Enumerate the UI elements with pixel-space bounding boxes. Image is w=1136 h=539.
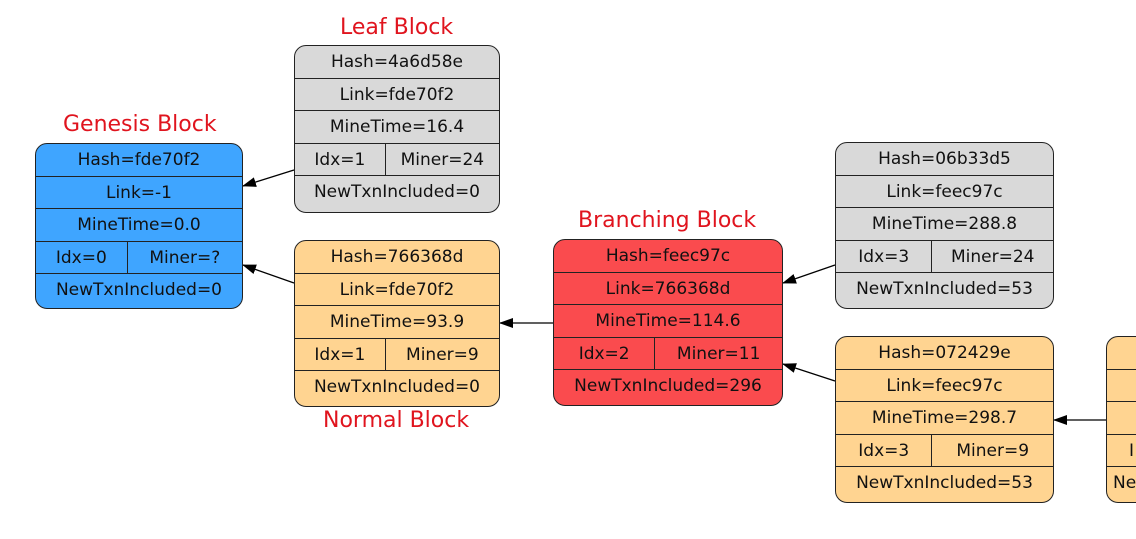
arrow-normal-to-genesis bbox=[242, 264, 295, 284]
normal-block-2: Hash=072429e Link=feec97c MineTime=298.7… bbox=[835, 336, 1054, 503]
mine-time-field: MineTime=288.8 bbox=[836, 208, 1053, 241]
miner-field: Miner=11 bbox=[676, 343, 761, 364]
leaf-block: Hash=4a6d58e Link=fde70f2 MineTime=16.4 … bbox=[294, 45, 500, 213]
genesis-block: Hash=fde70f2 Link=-1 MineTime=0.0 Idx=0 … bbox=[35, 143, 243, 309]
mine-time-field: MineTime=114.6 bbox=[554, 305, 782, 338]
idx-field: Idx=1 bbox=[295, 143, 386, 175]
arrow-leaf2-to-branching bbox=[782, 264, 836, 284]
idx-field: Idx=3 bbox=[836, 240, 933, 272]
miner-field: Miner=? bbox=[149, 247, 221, 268]
caption-branching-block: Branching Block bbox=[578, 208, 757, 233]
miner-field: Miner=24 bbox=[400, 149, 485, 170]
mine-time-field: MineTime=16.4 bbox=[295, 111, 499, 144]
hash-field: Hash=4a6d58e bbox=[295, 46, 499, 79]
leaf-block-2: Hash=06b33d5 Link=feec97c MineTime=288.8… bbox=[835, 142, 1054, 309]
idx-miner-row: Idx=3 Miner=9 bbox=[836, 434, 1053, 467]
idx-field: Idx=0 bbox=[36, 241, 128, 273]
hash-field: Hash=072429e bbox=[836, 337, 1053, 370]
link-field: Link=feec97c bbox=[836, 370, 1053, 402]
branching-block: Hash=feec97c Link=766368d MineTime=114.6… bbox=[553, 239, 783, 406]
caption-leaf-block: Leaf Block bbox=[340, 15, 454, 40]
hash-field: Hash=766368d bbox=[295, 241, 499, 274]
link-field bbox=[1107, 370, 1136, 402]
mine-time-field: MineTime=0.0 bbox=[36, 209, 242, 242]
new-txn-field: NewTxnIncluded=0 bbox=[313, 182, 481, 202]
new-txn-field: NewTxnIncluded=296 bbox=[574, 376, 762, 396]
idx-field: Idx=1 bbox=[295, 338, 386, 370]
idx-miner-row: Idx=0 Miner=? bbox=[36, 241, 242, 274]
normal-block: Hash=766368d Link=fde70f2 MineTime=93.9 … bbox=[294, 240, 500, 407]
link-field: Link=-1 bbox=[36, 177, 242, 209]
idx-field: Idx=2 bbox=[554, 337, 656, 369]
idx-miner-row: Idx=2 Miner=11 bbox=[554, 337, 782, 370]
new-txn-field: NewTxnIncluded=0 bbox=[313, 377, 481, 397]
mine-time-field: MineTime=298.7 bbox=[836, 402, 1053, 435]
arrow-leaf-to-genesis bbox=[242, 169, 295, 187]
caption-normal-block: Normal Block bbox=[323, 408, 470, 433]
link-field: Link=feec97c bbox=[836, 176, 1053, 208]
idx-field: I bbox=[1107, 435, 1136, 467]
miner-field: Miner=24 bbox=[950, 246, 1035, 267]
new-txn-field: NewTxnIncluded=0 bbox=[55, 280, 223, 300]
hash-field: Hash=fde70f2 bbox=[36, 144, 242, 177]
arrow-normal2-to-branching bbox=[782, 363, 836, 382]
link-field: Link=fde70f2 bbox=[295, 274, 499, 306]
hash-field: Hash=feec97c bbox=[554, 240, 782, 273]
idx-miner-row: Idx=3 Miner=24 bbox=[836, 240, 1053, 273]
new-txn-field: Ne bbox=[1113, 473, 1136, 493]
miner-field: Miner=9 bbox=[956, 440, 1030, 461]
miner-field: Miner=9 bbox=[406, 344, 479, 365]
mine-time-field bbox=[1107, 402, 1136, 435]
mine-time-field: MineTime=93.9 bbox=[295, 306, 499, 339]
new-txn-field: NewTxnIncluded=53 bbox=[856, 473, 1033, 493]
idx-field: Idx=3 bbox=[836, 434, 933, 466]
idx-miner-row: Idx=1 Miner=24 bbox=[295, 143, 499, 176]
caption-genesis-block: Genesis Block bbox=[63, 112, 217, 137]
partial-block: I Ne bbox=[1106, 336, 1136, 503]
idx-miner-row: Idx=1 Miner=9 bbox=[295, 338, 499, 371]
new-txn-field: NewTxnIncluded=53 bbox=[856, 279, 1033, 299]
link-field: Link=766368d bbox=[554, 273, 782, 305]
link-field: Link=fde70f2 bbox=[295, 79, 499, 111]
hash-field bbox=[1107, 337, 1136, 370]
hash-field: Hash=06b33d5 bbox=[836, 143, 1053, 176]
